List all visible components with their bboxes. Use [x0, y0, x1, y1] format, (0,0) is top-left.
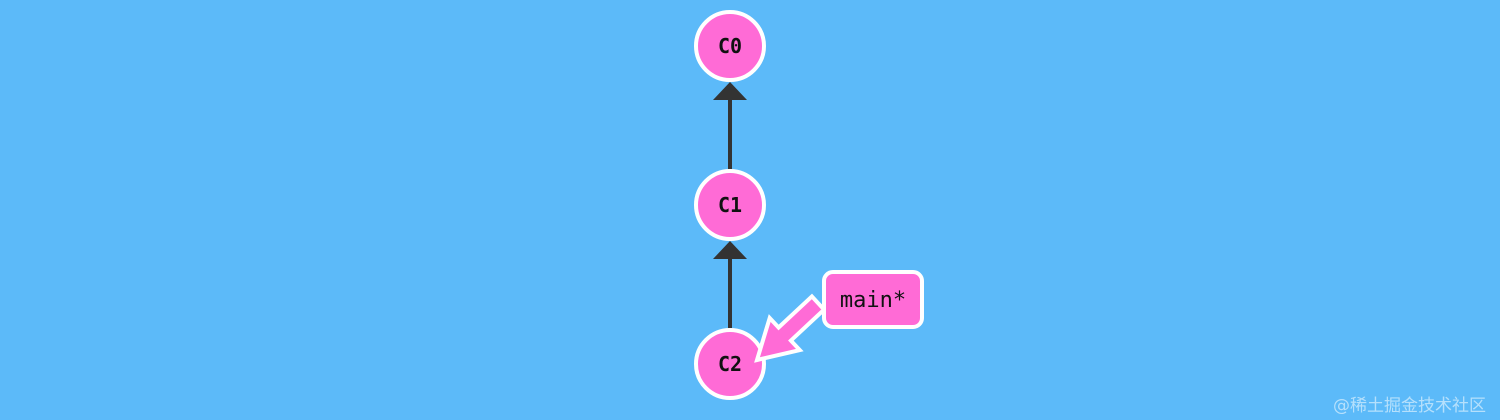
watermark-text: @稀土掘金技术社区	[1333, 396, 1486, 416]
commit-label: C1	[718, 193, 742, 217]
branch-pointer-arrow	[754, 293, 827, 363]
parent-edge-C1-C0	[713, 82, 747, 169]
commit-circle[interactable]	[694, 328, 766, 400]
commit-node-C0[interactable]: C0	[694, 10, 766, 82]
commit-node-C2[interactable]: C2	[694, 328, 766, 400]
commit-circle[interactable]	[694, 10, 766, 82]
commit-label: C0	[718, 34, 742, 58]
commit-label: C2	[718, 352, 742, 376]
edge-arrowhead	[713, 82, 747, 100]
edges-layer	[713, 82, 747, 328]
branch-label-box[interactable]	[822, 270, 924, 329]
commit-node-C1[interactable]: C1	[694, 169, 766, 241]
commit-circle[interactable]	[694, 169, 766, 241]
branch-label: main*	[840, 288, 906, 313]
edge-arrowhead	[713, 241, 747, 259]
branch-layer: main*	[754, 270, 924, 363]
branch-main[interactable]: main*	[754, 270, 924, 363]
parent-edge-C2-C1	[713, 241, 747, 328]
